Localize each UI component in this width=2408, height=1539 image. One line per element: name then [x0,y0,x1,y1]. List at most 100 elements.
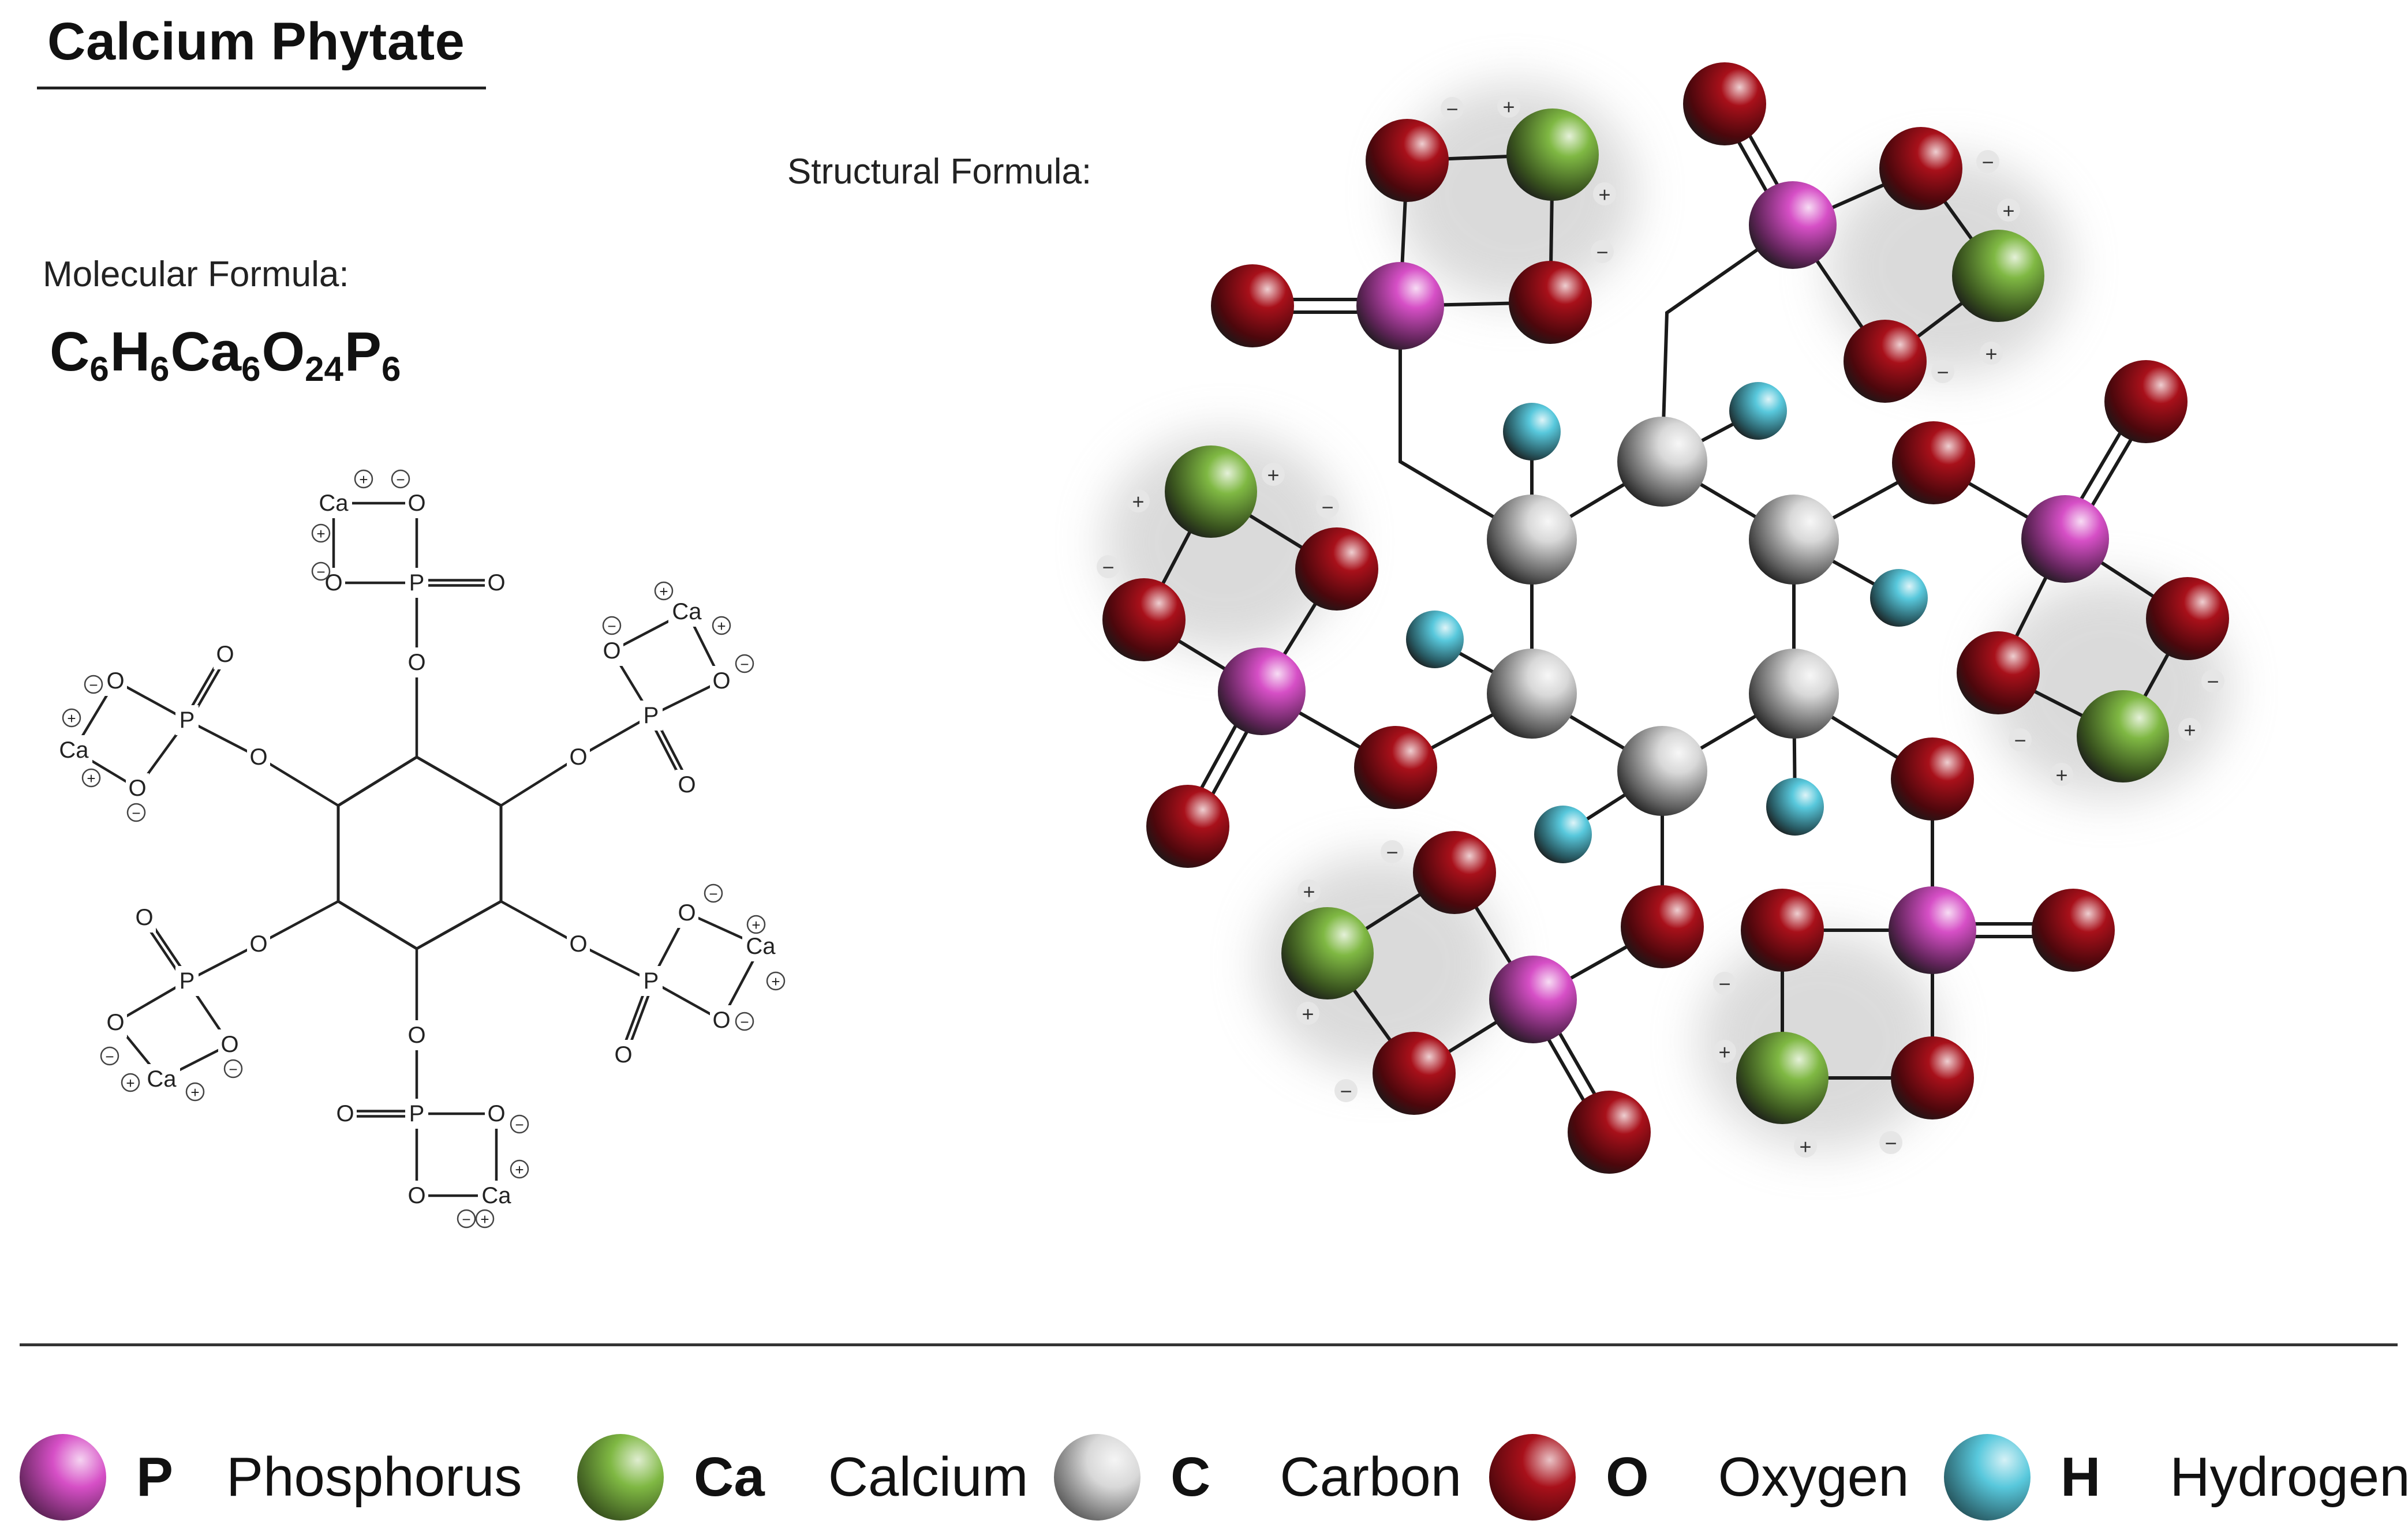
oxygen-atom [1146,785,1229,868]
negative-charge-icon: − [1936,361,1949,384]
label-backdrop [600,636,623,666]
negative-charge-icon: − [1718,972,1730,996]
positive-charge-icon: + [2183,718,2196,742]
oxygen-atom [1741,889,1824,972]
hydrogen-atom [1729,382,1787,440]
positive-charge-icon: + [1132,490,1144,514]
negative-charge-icon: − [396,471,405,488]
hydrogen-atom [1503,403,1561,460]
calcium-atom [1165,445,1257,538]
hydrogen-atom [1766,778,1824,836]
carbon-atom [1617,417,1707,507]
charge-circle-icon [2050,763,2073,786]
positive-charge-icon: + [67,710,76,727]
skeletal-oxygen-label: O [569,744,587,770]
element-legend: P Phosphorus Ca Calcium C Carbon O Oxyge… [0,1420,2408,1535]
skeletal-oxygen-label: O [216,642,234,667]
skeletal-oxygen-label: O [712,668,730,694]
ring-bond [337,755,418,807]
skeletal-oxygen-label: O [603,638,620,664]
skeletal-oxygen-label: O [614,1042,632,1068]
skeletal-oxygen-label: O [336,1101,354,1126]
label-backdrop [175,966,199,996]
label-backdrop [175,705,199,735]
charge-circle-icon [735,654,754,673]
phosphorus-atom [1218,647,1306,735]
skeletal-calcium-label: Ca [319,490,349,516]
charge-circle-icon [100,1046,119,1066]
charge-circle-icon [311,561,331,581]
negative-charge-icon: − [89,676,98,694]
calcium-ring-bond [650,679,722,717]
charge-circle-icon [510,1114,529,1134]
atom-layer [1102,62,2229,1174]
skeletal-oxygen-label: O [407,1183,425,1208]
skeletal-oxygen-label: O [678,900,696,926]
formula-carbon-count: 6 [89,350,109,388]
calcium-ring-bond [114,680,188,721]
oxygen-phosphorus-bond [186,943,260,982]
charge-circle-icon [2178,718,2201,741]
skeletal-oxygen-label: O [220,1032,238,1057]
skeletal-phosphorus-label: P [409,570,425,596]
negative-charge-icon: − [229,1061,237,1078]
hydrogen-atom [1870,569,1928,627]
carbon-atom [1749,649,1839,739]
negative-charge-icon: − [740,656,749,673]
charge-circle-icon [1441,97,1464,120]
label-backdrop [567,742,590,772]
carbon-atom [1487,649,1577,739]
skeletal-phosphorus-label: P [180,707,195,733]
charge-circle-icon [2009,728,2032,751]
label-backdrop [104,666,127,696]
skeletal-calcium-label: Ca [59,737,89,763]
legend-divider [20,1343,2398,1346]
negative-charge-icon: − [1981,151,1994,174]
carbon-atom [1749,495,1839,585]
skeletal-oxygen-label: O [569,931,587,957]
positive-charge-icon: + [190,1084,199,1101]
negative-charge-icon: − [462,1211,470,1228]
legend-symbol: O [1606,1446,1649,1508]
charge-circle-icon [475,1209,495,1229]
negative-charge-icon: − [1446,98,1458,121]
positive-charge-icon: + [1985,342,1997,366]
positive-charge-icon: + [1718,1040,1730,1064]
negative-charge-icon: − [1340,1080,1352,1103]
legend-symbol: Ca [694,1446,765,1508]
charge-circle-icon [1931,360,1954,383]
positive-charge-icon: + [1799,1135,1811,1159]
oxygen-atom [1509,261,1592,344]
oxygen-atom [1211,264,1294,347]
oxygen-atom [1102,578,1186,661]
charge-circle-icon [654,581,674,601]
charge-circle-icon [2201,669,2224,692]
label-backdrop [485,1099,508,1129]
charge-circle-icon [1316,495,1339,518]
carbon-ball-icon [1054,1434,1141,1521]
skeletal-oxygen-label: O [407,490,425,516]
positive-charge-icon: + [717,617,726,635]
charge-circle-icon [1097,555,1120,578]
phosphorus-ball-icon [20,1434,106,1521]
ring-oxygen-bond [500,756,579,807]
skeletal-phosphorus-label: P [644,968,659,994]
charge-circle-icon [746,915,766,934]
ring-bond [337,900,418,950]
charge-circle-icon [766,971,786,991]
positive-charge-icon: + [515,1161,524,1178]
calcium-atom [1736,1032,1829,1124]
formula-oxygen: O [261,321,305,383]
label-backdrop [405,1099,428,1129]
structural-formula-label: Structural Formula: [787,152,1092,192]
label-backdrop [742,931,779,961]
skeletal-phosphorus-label: P [409,1101,425,1126]
charge-layer: −++−−+−+++−−−−++−++−−++− [1097,95,2224,1159]
legend-item-carbon: C Carbon [1054,1420,1461,1535]
skeletal-phosphorus-label: P [644,703,659,728]
label-backdrop [640,966,663,996]
positive-charge-icon: + [2002,199,2014,223]
